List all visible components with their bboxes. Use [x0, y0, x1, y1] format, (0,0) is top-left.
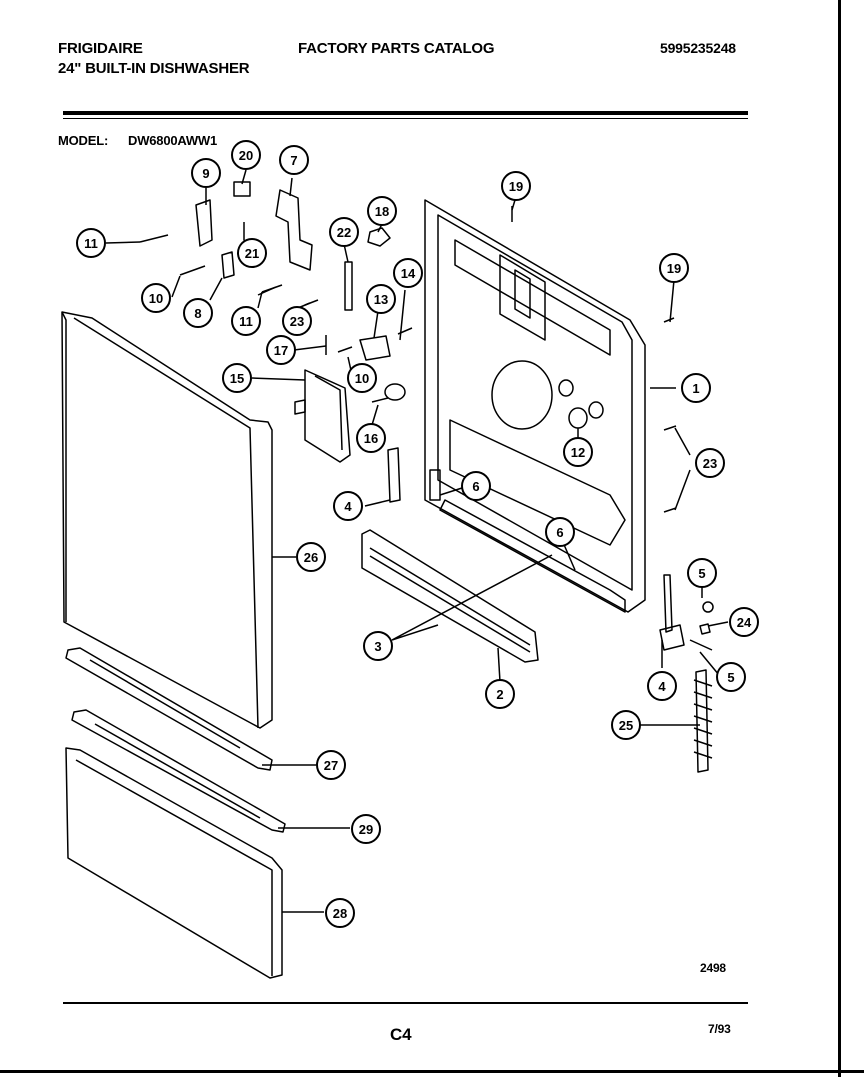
lower-panel-part — [65, 747, 283, 979]
svg-text:19: 19 — [667, 261, 681, 276]
callout-29: 29 — [351, 814, 381, 844]
diagram-number: 2498 — [700, 961, 726, 975]
svg-text:26: 26 — [304, 550, 318, 565]
callout-10-center: 10 — [347, 363, 377, 393]
svg-text:25: 25 — [619, 718, 633, 733]
svg-text:3: 3 — [374, 639, 381, 654]
svg-text:8: 8 — [194, 306, 201, 321]
catalog-title: FACTORY PARTS CATALOG — [298, 40, 495, 57]
svg-text:4: 4 — [658, 679, 666, 694]
callout-11-left: 11 — [76, 228, 106, 258]
svg-text:6: 6 — [472, 479, 479, 494]
callout-10-left: 10 — [141, 283, 171, 313]
svg-text:14: 14 — [401, 266, 416, 281]
callout-12: 12 — [563, 437, 593, 467]
model-number: DW6800AWW1 — [128, 133, 218, 148]
svg-text:5: 5 — [698, 566, 705, 581]
callout-28: 28 — [325, 898, 355, 928]
leader-lines — [105, 169, 729, 913]
svg-text:4: 4 — [344, 499, 352, 514]
callout-4-right: 4 — [647, 671, 677, 701]
svg-text:24: 24 — [737, 615, 752, 630]
svg-text:17: 17 — [274, 343, 288, 358]
callout-19-top: 19 — [501, 171, 531, 201]
svg-text:7: 7 — [290, 153, 297, 168]
callout-7: 7 — [279, 145, 309, 175]
svg-text:23: 23 — [290, 314, 304, 329]
control-module-part — [294, 369, 351, 463]
callout-5-upper: 5 — [687, 558, 717, 588]
svg-text:9: 9 — [202, 166, 209, 181]
callout-23-center: 23 — [282, 306, 312, 336]
svg-text:15: 15 — [230, 371, 244, 386]
page-code: C4 — [390, 1025, 412, 1044]
svg-text:18: 18 — [375, 204, 389, 219]
catalog-part-number: 5995235248 — [660, 40, 736, 56]
callout-3: 3 — [363, 631, 393, 661]
screws-group — [139, 206, 677, 513]
callout-11-center: 11 — [231, 306, 261, 336]
svg-text:27: 27 — [324, 758, 338, 773]
brand-name: FRIGIDAIRE — [58, 40, 143, 57]
header-rule-thick — [63, 111, 748, 115]
svg-text:22: 22 — [337, 225, 351, 240]
callout-18: 18 — [367, 196, 397, 226]
callout-13: 13 — [366, 284, 396, 314]
callout-20: 20 — [231, 140, 261, 170]
header-rule-thin — [63, 118, 748, 119]
svg-text:11: 11 — [239, 314, 253, 329]
page-frame-bottom — [0, 1070, 864, 1073]
page-frame-right — [838, 0, 841, 1077]
svg-text:10: 10 — [355, 371, 369, 386]
callout-2: 2 — [485, 679, 515, 709]
callout-22: 22 — [329, 217, 359, 247]
svg-text:11: 11 — [84, 236, 98, 251]
svg-text:21: 21 — [245, 246, 259, 261]
callout-16: 16 — [356, 423, 386, 453]
callout-27: 27 — [316, 750, 346, 780]
callout-6-right: 6 — [545, 517, 575, 547]
callout-15: 15 — [222, 363, 252, 393]
back-panel-part — [424, 199, 646, 613]
callout-6-left: 6 — [461, 471, 491, 501]
svg-text:23: 23 — [703, 456, 717, 471]
callout-4-left: 4 — [333, 491, 363, 521]
svg-text:16: 16 — [364, 431, 378, 446]
svg-text:12: 12 — [571, 445, 585, 460]
svg-text:28: 28 — [333, 906, 347, 921]
footer-rule — [63, 1002, 748, 1004]
svg-text:29: 29 — [359, 822, 373, 837]
svg-text:2: 2 — [496, 687, 503, 702]
revision-date: 7/93 — [708, 1022, 731, 1036]
svg-text:5: 5 — [727, 670, 734, 685]
callout-14: 14 — [393, 258, 423, 288]
callout-26: 26 — [296, 542, 326, 572]
svg-text:19: 19 — [509, 179, 523, 194]
callout-8: 8 — [183, 298, 213, 328]
svg-text:6: 6 — [556, 525, 563, 540]
product-subtitle: 24" BUILT-IN DISHWASHER — [58, 60, 250, 77]
svg-text:13: 13 — [374, 292, 388, 307]
door-panel-part — [61, 311, 273, 729]
callout-17: 17 — [266, 335, 296, 365]
callout-19-right: 19 — [659, 253, 689, 283]
svg-text:10: 10 — [149, 291, 163, 306]
door-trim-part — [65, 647, 286, 833]
callout-25: 25 — [611, 710, 641, 740]
callout-21: 21 — [237, 238, 267, 268]
model-label: MODEL: — [58, 133, 109, 148]
callout-5-lower: 5 — [716, 662, 746, 692]
svg-text:1: 1 — [692, 381, 699, 396]
toe-kick-part — [361, 529, 539, 663]
svg-text:20: 20 — [239, 148, 253, 163]
callout-1: 1 — [681, 373, 711, 403]
callout-23-right: 23 — [695, 448, 725, 478]
callout-9: 9 — [191, 158, 221, 188]
callout-24: 24 — [729, 607, 759, 637]
